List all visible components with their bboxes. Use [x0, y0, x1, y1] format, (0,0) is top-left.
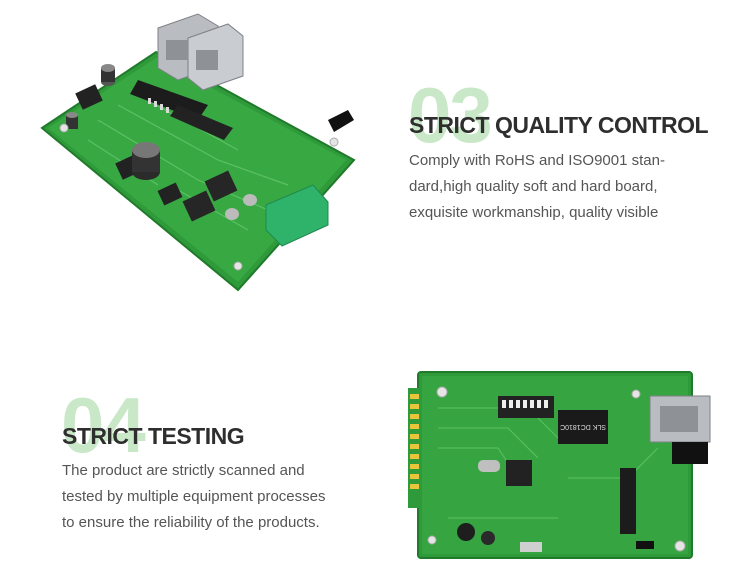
section-description: The product are strictly scanned and tes…	[62, 458, 325, 536]
section-number: 04	[61, 381, 146, 469]
description-line: exquisite workmanship, quality visible	[409, 204, 659, 221]
section-number: 03	[408, 71, 493, 159]
section-description: Comply with RoHS and ISO9001 stan- dard,…	[409, 148, 665, 226]
pcb-board-image-2: SLK DC1810C	[408, 371, 711, 559]
description-line: tested by multiple equipment processes	[62, 488, 326, 505]
description-line: to ensure the reliability of the product…	[62, 514, 320, 531]
description-line: Comply with RoHS and ISO9001 stan-	[409, 152, 665, 169]
section-title: STRICT TESTING	[62, 423, 245, 449]
description-line: The product are strictly scanned and	[62, 462, 305, 479]
chip-label: SLK DC1810C	[560, 423, 606, 430]
section-title: STRICT QUALITY CONTROL	[409, 112, 709, 138]
description-line: dard,high quality soft and hard board,	[409, 178, 658, 195]
pcb-board-image-1	[40, 13, 356, 292]
